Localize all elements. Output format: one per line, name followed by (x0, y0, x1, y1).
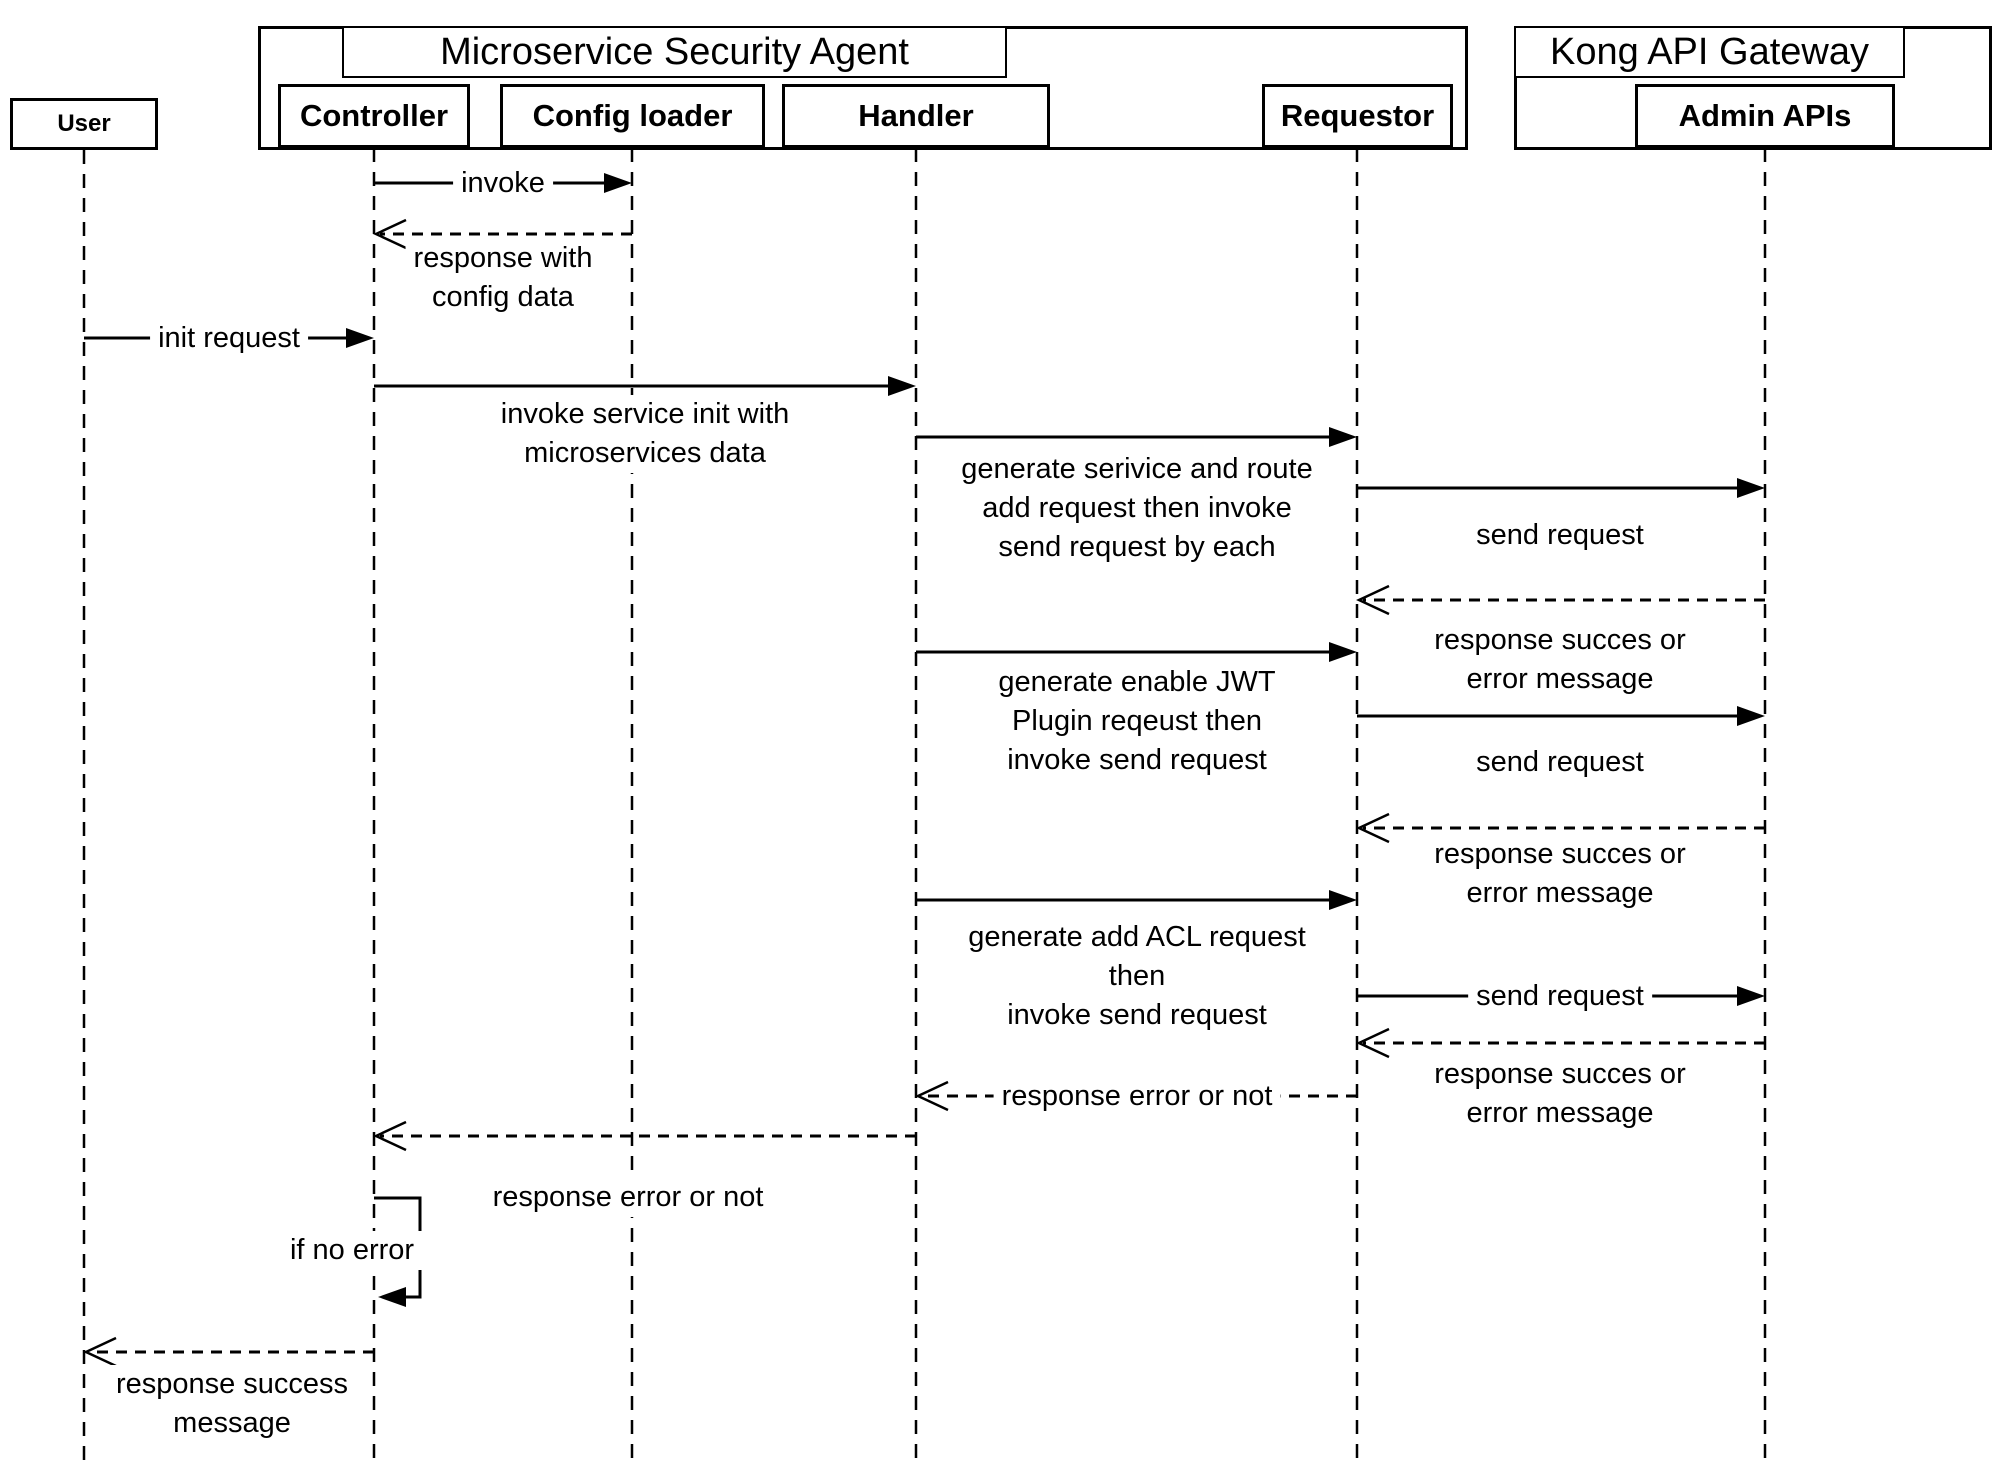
label-line: invoke send request (1007, 999, 1267, 1031)
label-line: generate enable JWT (998, 666, 1276, 698)
open-arrowhead (915, 1080, 949, 1112)
label-generate-acl: generate add ACL request then invoke sen… (960, 918, 1314, 1035)
label-invoke: invoke (453, 164, 553, 203)
label-line: config data (432, 281, 574, 313)
label-send-request-3: send request (1468, 977, 1652, 1016)
label-response-3: response succes or error message (1426, 1055, 1694, 1133)
message-generate-acl (916, 890, 1357, 910)
frame-title-kong-api-gateway: Kong API Gateway (1514, 26, 1905, 78)
label-line: generate add ACL request (968, 921, 1306, 953)
label-send-request-1: send request (1468, 516, 1652, 555)
message-response-error-to-controller (373, 1120, 916, 1152)
label-if-no-error: if no error (281, 1231, 423, 1270)
actor-admin-apis: Admin APIs (1635, 84, 1895, 148)
actor-user: User (10, 98, 158, 150)
filled-arrowhead (888, 376, 916, 396)
label-response-success: response success message (107, 1365, 357, 1443)
label-line: error message (1466, 1097, 1654, 1129)
lifelines (82, 148, 1767, 1466)
label-line: generate serivice and route (961, 453, 1313, 485)
label-line: response succes or (1434, 1058, 1686, 1090)
message-invoke-service-init (374, 376, 916, 396)
message-response-config (373, 218, 632, 250)
filled-arrowhead (1329, 890, 1357, 910)
label-line: invoke service init with (500, 398, 790, 430)
message-send-request-2 (1357, 706, 1765, 726)
actor-controller: Controller (278, 84, 470, 148)
label-line: response succes or (1434, 838, 1686, 870)
message-response-success (83, 1336, 374, 1368)
label-line: error message (1466, 663, 1654, 695)
label-line: response succes or (1434, 624, 1686, 656)
label-line: error message (1466, 877, 1654, 909)
actor-handler: Handler (782, 84, 1050, 148)
label-response-config: response with config data (405, 239, 601, 317)
open-arrowhead (1356, 812, 1390, 844)
open-arrowhead (373, 218, 407, 250)
filled-arrowhead (1329, 427, 1357, 447)
label-generate-service-route: generate serivice and route add request … (953, 450, 1321, 567)
label-invoke-service-init: invoke service init with microservices d… (492, 395, 798, 473)
label-line: invoke send request (1007, 744, 1267, 776)
filled-arrowhead (1329, 642, 1357, 662)
filled-arrowhead (346, 328, 374, 348)
filled-arrowhead (1737, 478, 1765, 498)
label-send-request-2: send request (1468, 743, 1652, 782)
label-line: send request by each (998, 531, 1276, 563)
open-arrowhead (373, 1120, 407, 1152)
label-line: add request then invoke (982, 492, 1292, 524)
label-line: message (173, 1407, 291, 1439)
message-send-request-1 (1357, 478, 1765, 498)
filled-arrowhead (1737, 986, 1765, 1006)
open-arrowhead (83, 1336, 117, 1368)
filled-arrowhead (604, 173, 632, 193)
filled-arrowhead (378, 1287, 406, 1307)
frame-title-microservice-security-agent: Microservice Security Agent (342, 26, 1007, 78)
message-generate-jwt (916, 642, 1357, 662)
label-response-1: response succes or error message (1426, 621, 1694, 699)
label-response-2: response succes or error message (1426, 835, 1694, 913)
label-init-request: init request (150, 319, 308, 358)
label-line: then (1108, 960, 1166, 992)
label-generate-jwt: generate enable JWT Plugin reqeust then … (990, 663, 1284, 780)
message-response-2 (1356, 812, 1765, 844)
actor-config-loader: Config loader (500, 84, 765, 148)
message-generate-service-route (916, 427, 1357, 447)
message-response-3 (1356, 1027, 1765, 1059)
label-response-error-or-not: response error or not (993, 1077, 1281, 1116)
label-line: response with (413, 242, 593, 274)
label-line: microservices data (524, 437, 766, 469)
label-line: response success (115, 1368, 349, 1400)
open-arrowhead (1356, 1027, 1390, 1059)
label-response-error-to-controller: response error or not (484, 1178, 772, 1217)
open-arrowhead (1356, 584, 1390, 616)
message-response-1 (1356, 584, 1765, 616)
actor-requestor: Requestor (1262, 84, 1453, 148)
label-line: Plugin reqeust then (1012, 705, 1262, 737)
filled-arrowhead (1737, 706, 1765, 726)
